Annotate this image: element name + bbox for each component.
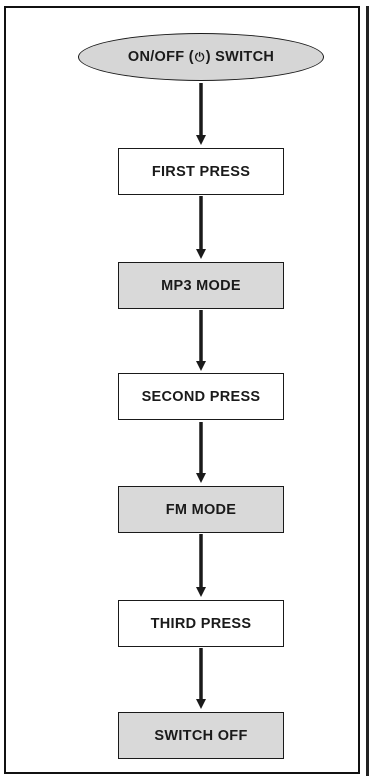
start-label-suffix: ) SWITCH [205, 49, 275, 65]
step-third-press: THIRD PRESS [118, 600, 284, 647]
page-edge [366, 6, 369, 776]
start-node-on-off-switch: ON/OFF ( ⏻ ) SWITCH [78, 33, 324, 81]
step-label: FIRST PRESS [151, 163, 251, 180]
power-icon: ⏻ [194, 49, 205, 64]
step-second-press: SECOND PRESS [118, 373, 284, 420]
step-label: SWITCH OFF [154, 727, 248, 744]
diagram-frame [4, 6, 360, 774]
step-label: FM MODE [165, 501, 237, 518]
step-label: THIRD PRESS [150, 615, 252, 632]
start-label-prefix: ON/OFF ( [127, 49, 194, 65]
step-label: MP3 MODE [161, 277, 241, 294]
step-label: SECOND PRESS [141, 388, 261, 405]
step-switch-off: SWITCH OFF [118, 712, 284, 759]
step-first-press: FIRST PRESS [118, 148, 284, 195]
step-fm-mode: FM MODE [118, 486, 284, 533]
step-mp3-mode: MP3 MODE [118, 262, 284, 309]
